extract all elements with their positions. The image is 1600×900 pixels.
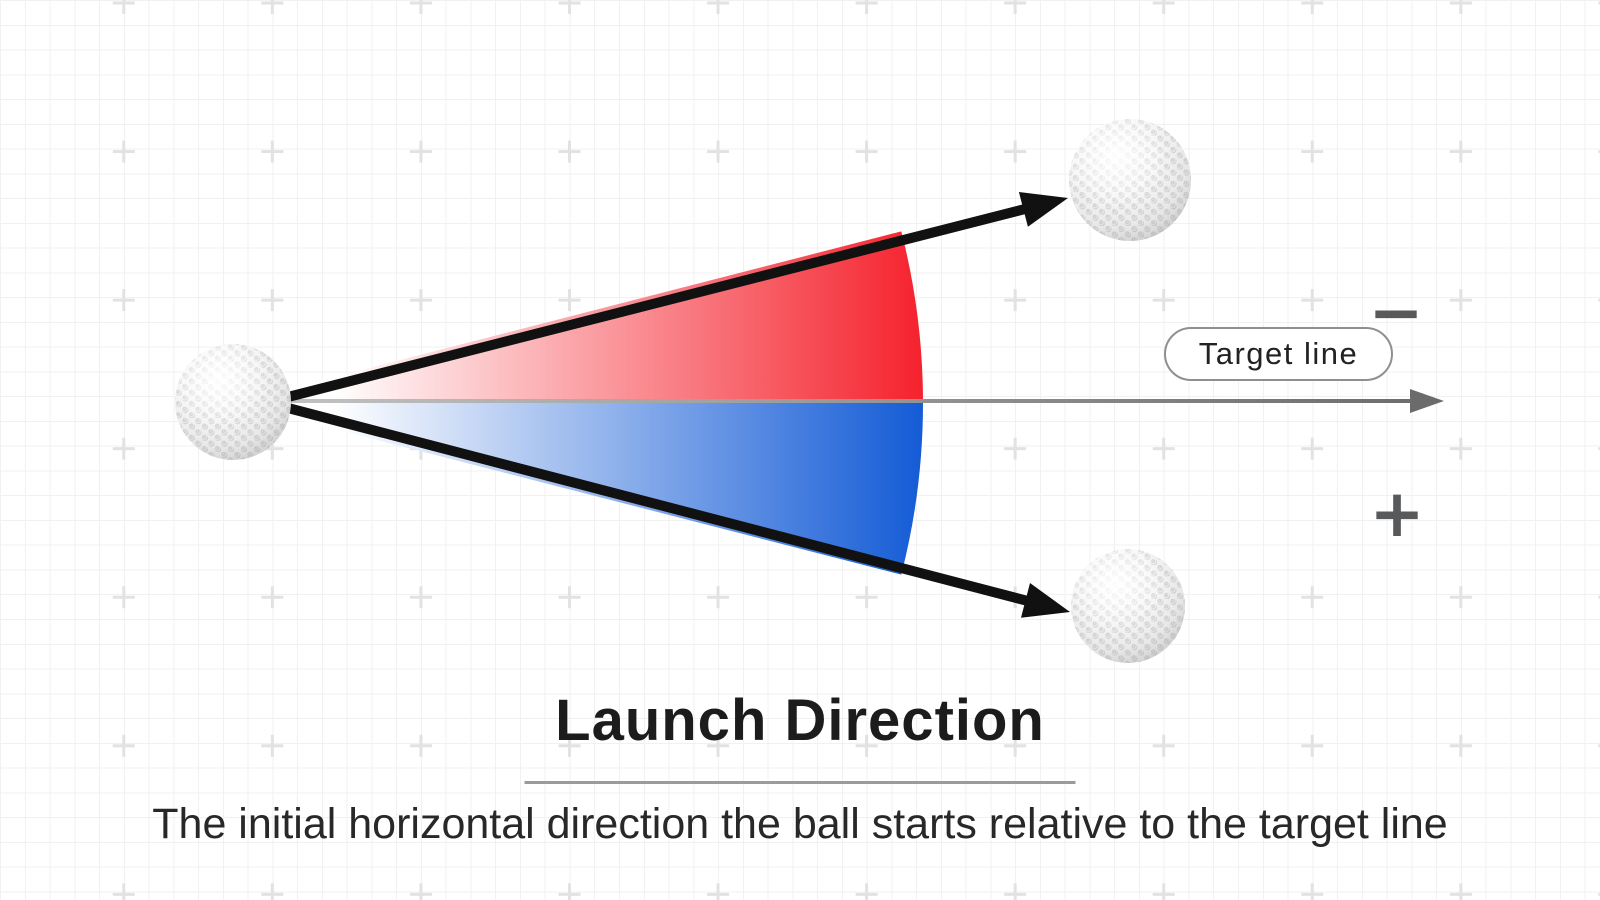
target-line-label-pill: Target line — [1164, 327, 1393, 381]
arrow-down-head — [1021, 583, 1070, 618]
page-subtitle: The initial horizontal direction the bal… — [152, 800, 1448, 848]
grid-cross-marks — [112, 0, 1600, 900]
target-line — [282, 389, 1444, 413]
plus-sign: + — [1369, 475, 1425, 552]
golf-ball-start — [175, 344, 291, 460]
title-divider — [524, 781, 1076, 784]
golf-ball-top — [1069, 119, 1191, 241]
minus-sign: − — [1368, 274, 1424, 351]
arrow-up-head — [1018, 192, 1068, 227]
target-line-arrowhead — [1410, 389, 1444, 413]
launch-arrow-up — [286, 192, 1068, 402]
launch-arrow-down — [286, 403, 1070, 618]
golf-ball-bottom — [1071, 549, 1185, 663]
page-title: Launch Direction — [555, 688, 1045, 753]
target-line-label: Target line — [1198, 336, 1359, 371]
